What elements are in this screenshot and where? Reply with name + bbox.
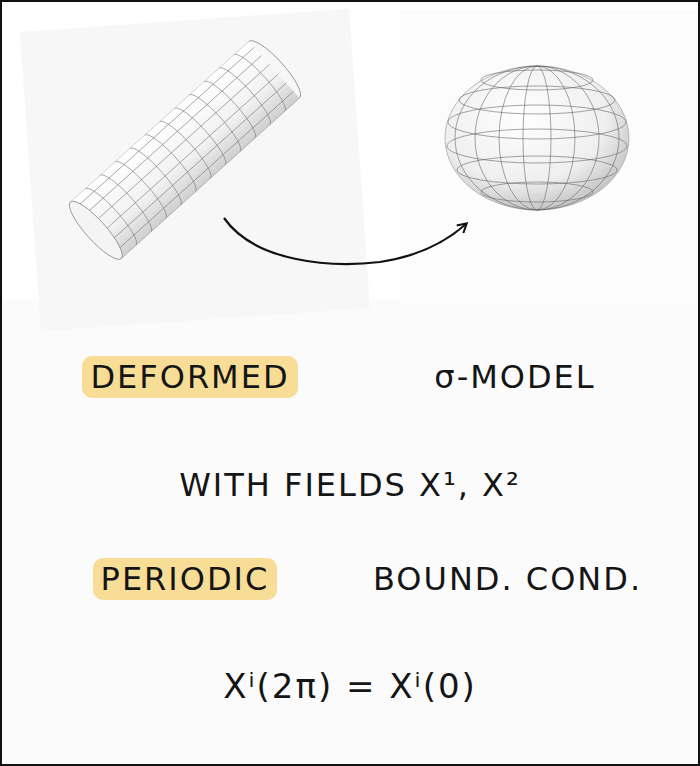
- ellipsoid-figure: [445, 66, 629, 210]
- highlighted-word: PERIODIC: [93, 558, 278, 600]
- curved-arrow: [224, 218, 466, 264]
- label-box: σ-MODEL: [355, 358, 675, 396]
- label-box: WITH FIELDS X¹, X²: [40, 466, 660, 504]
- formula: Xⁱ(2π) = Xⁱ(0): [223, 666, 477, 706]
- text-line: σ-MODEL: [434, 358, 595, 396]
- text-line: BOUND. COND.: [373, 560, 642, 598]
- text-line: WITH FIELDS X¹, X²: [179, 466, 521, 504]
- cylinder-figure: [63, 35, 307, 265]
- highlighted-word: DEFORMED: [82, 356, 297, 398]
- label-box: DEFORMED: [40, 358, 340, 396]
- label-box: Xⁱ(2π) = Xⁱ(0): [120, 666, 580, 707]
- label-box: BOUND. COND.: [330, 560, 685, 598]
- label-box: PERIODIC: [40, 560, 330, 598]
